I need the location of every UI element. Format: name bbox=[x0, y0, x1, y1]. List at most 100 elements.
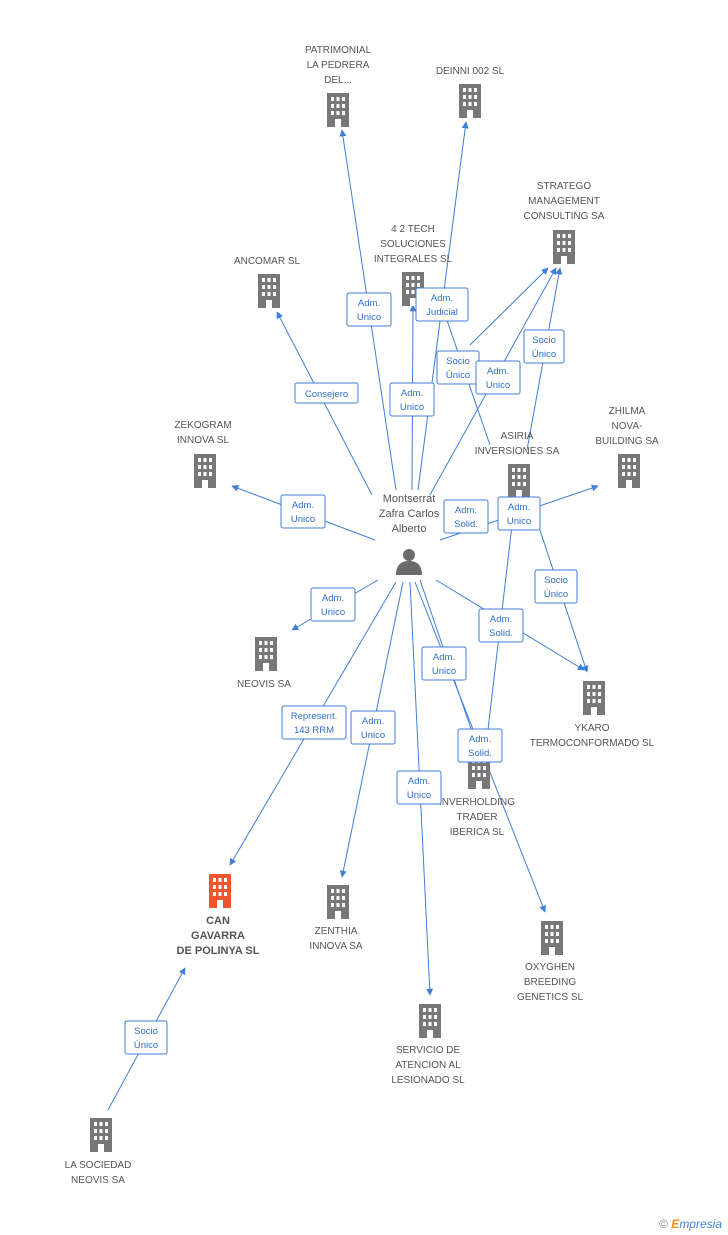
svg-text:Unico: Unico bbox=[361, 730, 385, 741]
node-patrimonial[interactable]: PATRIMONIAL LA PEDRERA DEL... bbox=[305, 45, 372, 127]
node-zekogram[interactable]: ZEKOGRAM INNOVA SL bbox=[174, 420, 232, 488]
building-icon bbox=[618, 454, 640, 488]
building-icon bbox=[553, 230, 575, 264]
node-label: PATRIMONIAL bbox=[305, 45, 372, 56]
relation-label[interactable]: Socio Único bbox=[436, 350, 480, 385]
svg-text:Adm.: Adm. bbox=[431, 293, 453, 304]
node-center-person[interactable]: Montserrat Zafra Carlos Alberto bbox=[379, 493, 440, 575]
node-label: LA SOCIEDAD bbox=[65, 1160, 132, 1171]
building-icon bbox=[327, 93, 349, 127]
relation-label[interactable]: Adm. Judicial bbox=[415, 287, 469, 322]
relation-label[interactable]: Adm. Solid. bbox=[443, 499, 489, 534]
node-zenthia[interactable]: ZENTHIA INNOVA SA bbox=[309, 885, 363, 952]
relation-label[interactable]: Adm. Unico bbox=[310, 587, 356, 622]
node-label: DE POLINYA SL bbox=[177, 945, 260, 957]
relation-label[interactable]: Adm. Solid. bbox=[457, 728, 503, 763]
node-oxyghen[interactable]: OXYGHEN BREEDING GENETICS SL bbox=[517, 921, 584, 1003]
building-icon bbox=[541, 921, 563, 955]
svg-text:143 RRM: 143 RRM bbox=[294, 725, 334, 736]
node-label: TERMOCONFORMADO SL bbox=[530, 738, 655, 749]
node-cangavarra[interactable]: CAN GAVARRA DE POLINYA SL bbox=[177, 874, 260, 957]
node-stratego[interactable]: STRATEGO MANAGEMENT CONSULTING SA bbox=[524, 181, 605, 264]
svg-text:Adm.: Adm. bbox=[408, 776, 430, 787]
svg-text:Solid.: Solid. bbox=[454, 519, 478, 530]
node-label: YKARO bbox=[574, 723, 609, 734]
node-label: CONSULTING SA bbox=[524, 211, 605, 222]
svg-text:Unico: Unico bbox=[407, 790, 431, 801]
svg-text:Adm.: Adm. bbox=[358, 298, 380, 309]
relation-label[interactable]: Socio Único bbox=[124, 1020, 168, 1055]
node-inverholding[interactable]: INVERHOLDING TRADER IBERICA SL bbox=[439, 755, 515, 838]
node-ancomar[interactable]: ANCOMAR SL bbox=[234, 256, 301, 308]
node-ykaro[interactable]: YKARO TERMOCONFORMADO SL bbox=[530, 681, 655, 749]
svg-text:Socio: Socio bbox=[134, 1026, 158, 1037]
node-label: ZEKOGRAM bbox=[174, 420, 231, 431]
node-label: NEOVIS SA bbox=[237, 679, 291, 690]
relation-label[interactable]: Socio Único bbox=[523, 329, 565, 364]
svg-text:Socio: Socio bbox=[544, 575, 568, 586]
svg-text:Único: Único bbox=[134, 1040, 158, 1051]
relation-label[interactable]: Consejero bbox=[294, 382, 359, 404]
node-tech42[interactable]: 4 2 TECH SOLUCIONES INTEGRALES SL bbox=[374, 224, 453, 306]
svg-text:Unico: Unico bbox=[321, 607, 345, 618]
relation-label[interactable]: Adm. Unico bbox=[389, 382, 435, 417]
node-label: LA PEDRERA bbox=[307, 60, 370, 71]
node-label: LESIONADO SL bbox=[391, 1075, 465, 1086]
node-asiria[interactable]: ASIRIA INVERSIONES SA bbox=[475, 431, 560, 498]
relation-label[interactable]: Adm. Unico bbox=[350, 710, 396, 745]
node-deinni[interactable]: DEINNI 002 SL bbox=[436, 66, 505, 118]
svg-text:Único: Único bbox=[544, 589, 568, 600]
svg-text:Judicial: Judicial bbox=[426, 307, 458, 318]
node-neovis[interactable]: NEOVIS SA bbox=[237, 637, 291, 690]
svg-text:Adm.: Adm. bbox=[490, 614, 512, 625]
center-name: Alberto bbox=[392, 523, 427, 535]
node-servicio[interactable]: SERVICIO DE ATENCION AL LESIONADO SL bbox=[391, 1004, 465, 1086]
building-icon bbox=[194, 454, 216, 488]
nodes: PATRIMONIAL LA PEDRERA DEL... DEINNI 002… bbox=[65, 45, 659, 1186]
building-icon bbox=[419, 1004, 441, 1038]
svg-text:Unico: Unico bbox=[400, 402, 424, 413]
node-label: TRADER bbox=[456, 812, 497, 823]
svg-text:Consejero: Consejero bbox=[305, 389, 348, 400]
relation-label[interactable]: Adm. Unico bbox=[421, 646, 467, 681]
relation-label[interactable]: Adm. Unico bbox=[497, 496, 541, 531]
relation-label[interactable]: Adm. Solid. bbox=[478, 608, 524, 643]
svg-text:Solid.: Solid. bbox=[489, 628, 513, 639]
svg-text:Socio: Socio bbox=[532, 335, 556, 346]
node-label: INTEGRALES SL bbox=[374, 254, 453, 265]
svg-text:Adm.: Adm. bbox=[322, 593, 344, 604]
svg-text:Represent.: Represent. bbox=[291, 711, 337, 722]
node-zhilma[interactable]: ZHILMA NOVA- BUILDING SA bbox=[595, 406, 659, 488]
building-icon bbox=[90, 1118, 112, 1152]
svg-text:Único: Único bbox=[532, 349, 556, 360]
relation-label[interactable]: Adm. Unico bbox=[346, 292, 392, 327]
node-label: ATENCION AL bbox=[395, 1060, 461, 1071]
svg-text:Unico: Unico bbox=[357, 312, 381, 323]
relation-label[interactable]: Socio Único bbox=[534, 569, 578, 604]
node-label: INNOVA SL bbox=[177, 435, 229, 446]
svg-text:Adm.: Adm. bbox=[469, 734, 491, 745]
building-icon bbox=[255, 637, 277, 671]
svg-text:Unico: Unico bbox=[432, 666, 456, 677]
node-label: NEOVIS SA bbox=[71, 1175, 125, 1186]
relation-label[interactable]: Adm. Unico bbox=[396, 770, 442, 805]
building-icon bbox=[209, 874, 231, 908]
relation-label[interactable]: Represent. 143 RRM bbox=[281, 705, 347, 740]
node-label: 4 2 TECH bbox=[391, 224, 435, 235]
node-label: BUILDING SA bbox=[595, 436, 659, 447]
relation-label[interactable]: Adm. Unico bbox=[280, 494, 326, 529]
svg-text:Unico: Unico bbox=[486, 380, 510, 391]
node-label: GAVARRA bbox=[191, 930, 245, 942]
node-label: INVERSIONES SA bbox=[475, 446, 560, 457]
copyright-symbol: © bbox=[659, 1217, 668, 1231]
node-lasociedad[interactable]: LA SOCIEDAD NEOVIS SA bbox=[65, 1118, 132, 1186]
svg-text:Adm.: Adm. bbox=[508, 502, 530, 513]
node-label: CAN bbox=[206, 915, 230, 927]
svg-text:Unico: Unico bbox=[507, 516, 531, 527]
relation-label[interactable]: Adm. Unico bbox=[475, 360, 521, 395]
svg-text:Solid.: Solid. bbox=[468, 748, 492, 759]
node-label: SERVICIO DE bbox=[396, 1045, 461, 1056]
node-label: DEL... bbox=[324, 75, 352, 86]
building-icon bbox=[508, 464, 530, 498]
